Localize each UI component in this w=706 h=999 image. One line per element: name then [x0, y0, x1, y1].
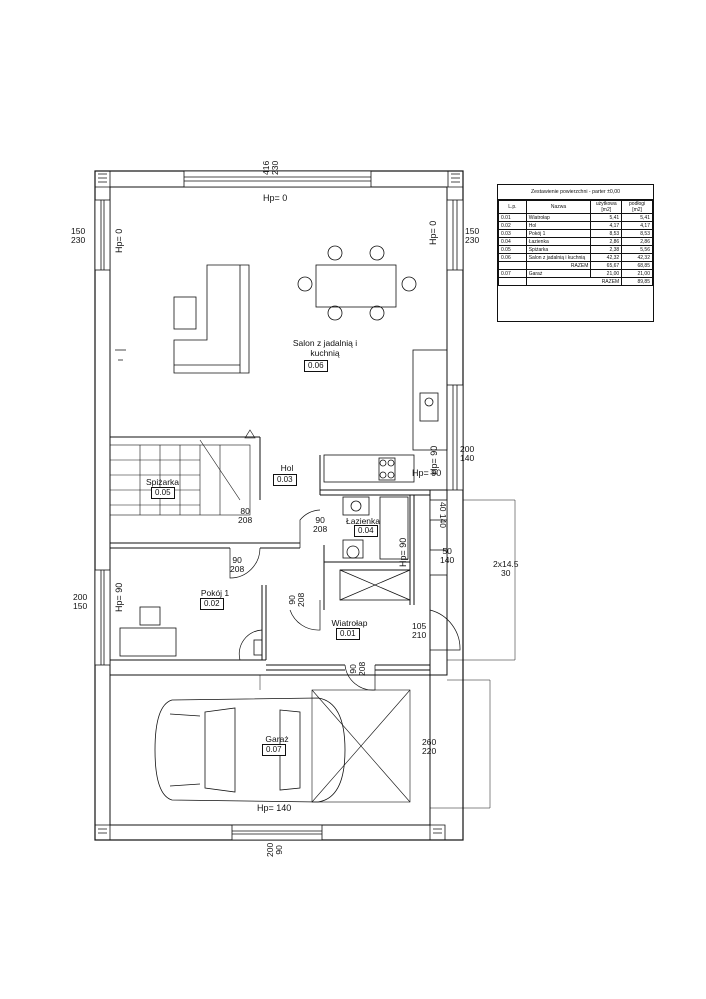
header-lp: L.p.	[498, 200, 527, 214]
room-pokoj-label: Pokój 1	[200, 588, 230, 598]
room-hol-label: Hol	[280, 463, 294, 473]
height-garage: Hp= 140	[257, 803, 292, 813]
dining-table	[297, 245, 417, 321]
kitchen-counter	[323, 349, 448, 483]
room-garaz-number: 0.07	[262, 744, 286, 756]
garage-gate-area	[311, 689, 411, 803]
interior-walls	[110, 436, 430, 671]
room-pokoj-number: 0.02	[200, 598, 224, 610]
door-swings	[229, 509, 461, 691]
height-hol: Hp= 90	[412, 468, 442, 478]
room-wiatrolap-number: 0.01	[336, 628, 360, 640]
summary-header-row: L.p. Nazwa użytkowa [m2] podłogi [m2]	[498, 200, 653, 214]
header-name: Nazwa	[525, 200, 592, 214]
windows	[94, 170, 464, 841]
room-spizarka-number: 0.05	[151, 487, 175, 499]
living-room-furniture	[115, 264, 250, 374]
summary-grid: L.p. Nazwa użytkowa [m2] podłogi [m2] 0.…	[498, 200, 653, 286]
car	[154, 697, 346, 803]
room-spizarka-label: Spiżarka	[145, 477, 180, 487]
height-left-upper: Hp= 0	[114, 228, 124, 253]
height-right-upper: Hp= 0	[428, 220, 438, 245]
room-garaz-label: Garaż	[265, 734, 289, 744]
height-lazienka: Hp= 90	[398, 537, 408, 567]
summary-title: Zestawienie powierzchni - parter ±0,00	[498, 185, 653, 200]
bathroom-fixtures	[339, 496, 411, 601]
height-top: Hp= 0	[263, 193, 288, 203]
dimension-lines	[259, 499, 516, 809]
header-usable: użytkowa [m2]	[590, 200, 623, 214]
height-pokoj: Hp= 90	[114, 582, 124, 612]
room-hol-number: 0.03	[273, 474, 297, 486]
room-lazienka-label: Łazienka	[345, 516, 381, 526]
header-floor: podłogi [m2]	[621, 200, 653, 214]
room-furniture	[119, 606, 263, 657]
staircase	[109, 429, 256, 516]
room-lazienka-number: 0.04	[354, 525, 378, 537]
area-summary-table: Zestawienie powierzchni - parter ±0,00 L…	[497, 184, 654, 322]
dim-bath-window: 40 140	[438, 502, 448, 529]
room-salon-number: 0.06	[304, 360, 328, 372]
room-wiatrolap-label: Wiatrołap	[331, 618, 368, 628]
